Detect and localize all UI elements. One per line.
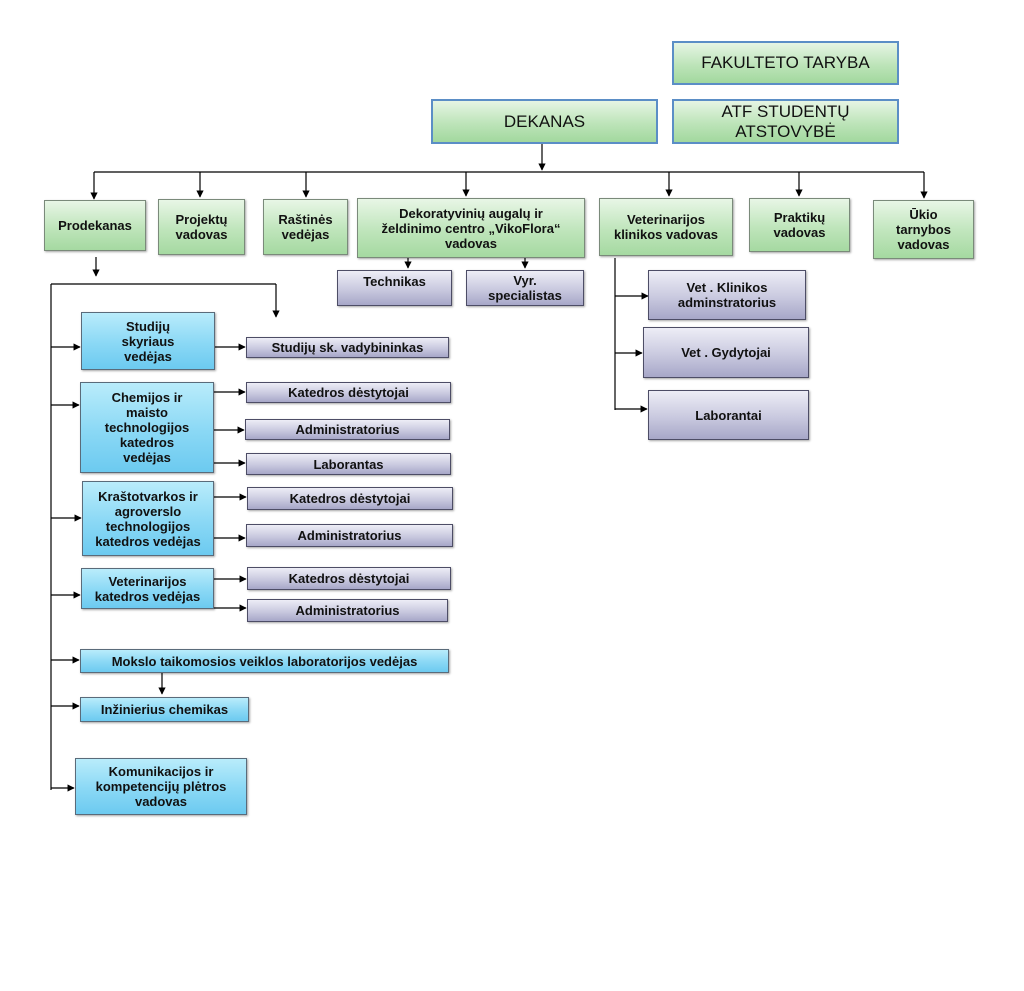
internships-manager-box: Praktikų vadovas [749,198,850,252]
chem-administrator-box: Administratorius [245,419,450,440]
farm-service-head-box: Ūkio tarnybos vadovas [873,200,974,259]
vet-department-head-box: Veterinarijos katedros vedėjas [81,568,214,609]
land-lecturers-box: Katedros dėstytojai [247,487,453,510]
dean-box: DEKANAS [431,99,658,144]
student-representation-box: ATF STUDENTŲ ATSTOVYBĖ [672,99,899,144]
vice-dean-box: Prodekanas [44,200,146,251]
lab-assistants-box: Laborantai [648,390,809,440]
studies-manager-box: Studijų sk. vadybininkas [246,337,449,358]
clinic-administrator-box: Vet . Klinikos adminstratorius [648,270,806,320]
land-department-head-box: Kraštotvarkos ir agroverslo technologijo… [82,481,214,556]
vet-lecturers-box: Katedros dėstytojai [247,567,451,590]
chem-lab-assistant-box: Laborantas [246,453,451,475]
studies-department-head-box: Studijų skyriaus vedėjas [81,312,215,370]
senior-specialist-box: Vyr. specialistas [466,270,584,306]
vet-doctors-box: Vet . Gydytojai [643,327,809,378]
projects-manager-box: Projektų vadovas [158,199,245,255]
chemical-engineer-box: Inžinierius chemikas [80,697,249,722]
vikoflora-head-box: Dekoratyvinių augalų ir želdinimo centro… [357,198,585,258]
chemistry-department-head-box: Chemijos ir maisto technologijos katedro… [80,382,214,473]
land-administrator-box: Administratorius [246,524,453,547]
office-head-box: Raštinės vedėjas [263,199,348,255]
technician-box: Technikas [337,270,452,306]
faculty-council-box: FAKULTETO TARYBA [672,41,899,85]
chem-lecturers-box: Katedros dėstytojai [246,382,451,403]
science-lab-head-box: Mokslo taikomosios veiklos laboratorijos… [80,649,449,673]
vet-administrator-box: Administratorius [247,599,448,622]
vet-clinic-head-box: Veterinarijos klinikos vadovas [599,198,733,256]
communications-head-box: Komunikacijos ir kompetencijų plėtros va… [75,758,247,815]
